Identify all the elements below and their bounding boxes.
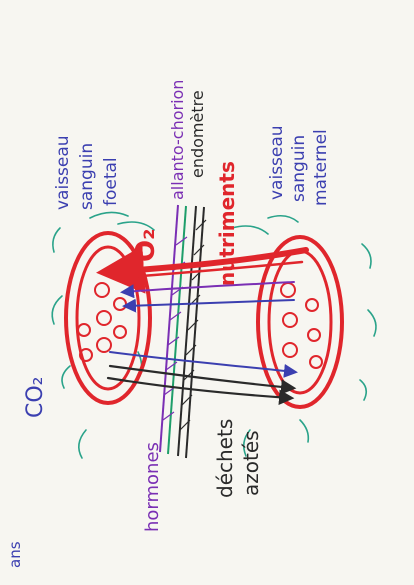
- tissue-stroke: [368, 310, 376, 336]
- co2-label: CO₂: [23, 377, 48, 419]
- tissue-stroke: [360, 380, 366, 400]
- hormone-arrow: [124, 282, 294, 292]
- endometrium-label: endomètre: [188, 90, 207, 178]
- nutrients-label: nutriments: [215, 161, 239, 286]
- membrane-layers: [160, 205, 206, 458]
- maternal-vessel-inner-wall: [269, 251, 331, 393]
- nitrogen-waste-label-2: azotés: [239, 430, 263, 496]
- blood-cell: [283, 313, 297, 327]
- blood-cell: [310, 356, 322, 368]
- hormones-label: hormones: [142, 442, 163, 532]
- endometrium-line: [178, 206, 196, 456]
- maternal-vessel-label-1: vaisseau: [267, 125, 287, 200]
- blood-cell: [97, 311, 111, 325]
- tissue-stroke: [79, 430, 86, 458]
- oxygen-label: O₂: [131, 229, 161, 263]
- blood-cell: [283, 343, 297, 357]
- membrane-line: [168, 206, 186, 454]
- fetal-vessel-label-2: sanguin: [77, 143, 97, 210]
- blood-cell: [114, 326, 126, 338]
- blood-cell: [306, 299, 318, 311]
- tissue-stroke: [53, 228, 60, 252]
- maternal-vessel-label-3: maternel: [311, 129, 331, 206]
- tissue-stroke: [62, 366, 70, 388]
- maternal-vessel-label-2: sanguin: [289, 135, 309, 202]
- blood-cell: [114, 298, 126, 310]
- blood-cell: [95, 283, 109, 297]
- nitrogen-waste-label-1: déchets: [213, 419, 237, 498]
- blood-cell: [78, 324, 90, 336]
- tissue-stroke: [300, 420, 308, 442]
- tissue-stroke: [90, 212, 128, 218]
- fetal-vessel-label-1: vaisseau: [53, 135, 73, 210]
- tissue-stroke: [268, 216, 298, 222]
- blood-cell: [97, 338, 111, 352]
- tissue-stroke: [52, 296, 62, 324]
- fetal-vessel-label-3: foetal: [101, 157, 121, 206]
- blood-cell: [308, 329, 320, 341]
- blood-cell: [281, 283, 295, 297]
- endometrium-line: [186, 207, 204, 458]
- tissue-stroke: [362, 244, 371, 268]
- corner-fragment: ans: [6, 541, 24, 568]
- allanto-chorion-label: allanto-chorion: [168, 80, 187, 200]
